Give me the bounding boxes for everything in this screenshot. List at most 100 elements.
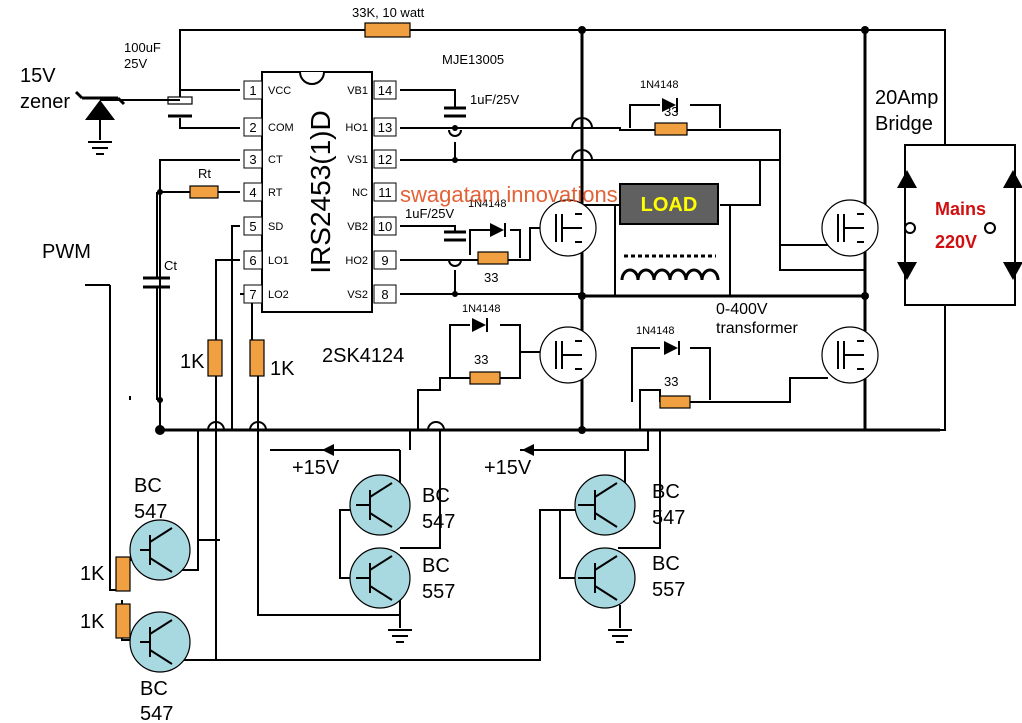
pin-4-name: RT [268,187,283,199]
pin-6-name: LO1 [268,255,289,267]
load-label: LOAD [641,194,698,216]
resistor-1k-c [115,556,131,592]
label-bc557-q4-num: 557 [422,581,455,603]
label-bc547-q1-num: 547 [134,501,167,523]
pin-5-name: SD [268,221,283,233]
mosfets [539,199,879,384]
bridge-rectifier [897,144,1022,306]
pin-3-num: 3 [249,152,256,167]
label-bc557-q4: BC [422,555,450,577]
pin-11-num: 11 [378,185,392,200]
label-r33-a: 33 [664,104,678,119]
label-mosfet: 2SK4124 [322,345,404,367]
label-pwm: PWM [42,241,91,263]
label-bc547-q5: BC [652,481,680,503]
label-transformer-1: 0-400V [716,301,768,318]
signal-diodes [472,98,680,355]
pin-8-num: 8 [381,287,388,302]
label-1uf-b: 1uF/25V [405,206,454,221]
wire-crossings [207,117,593,431]
resistor-33-b [477,251,509,265]
label-15v-a: +15V [292,457,340,479]
label-bc557-q6-num: 557 [652,579,685,601]
label-rt: Rt [198,166,211,181]
label-bc547-q5-num: 547 [652,507,685,529]
label-bc547-q2: BC [140,678,168,700]
label-zener: zener [20,91,70,113]
pin-2-num: 2 [249,120,256,135]
label-100uf: 100uF [124,40,161,55]
pin-12-num: 12 [378,152,392,167]
resistor-33-a [654,122,688,136]
pin-10-num: 10 [378,219,392,234]
pin-3-name: CT [268,154,283,166]
label-bridge-2: Bridge [875,113,933,135]
pin-7-num: 7 [249,287,256,302]
label-r33-d: 33 [664,374,678,389]
label-r33-b: 33 [484,270,498,285]
label-mje: MJE13005 [442,52,504,67]
label-diode-a: 1N4148 [640,79,679,91]
label-bc547-q3-num: 547 [422,511,455,533]
ic-right-pins: 14 13 12 11 10 9 8 VB1 HO1 VS1 NC VB2 HO… [345,80,397,304]
label-1k-c: 1K [80,563,105,585]
pin-7-name: LO2 [268,289,289,301]
resistor-rt [189,185,219,199]
label-bc547-q2-num: 547 [140,703,173,723]
pin-5-num: 5 [249,219,256,234]
load-transformer: LOAD [619,183,720,281]
resistor-33-d [659,395,691,409]
label-mains-2: 220V [935,232,977,252]
zener-diode [74,90,180,155]
label-100uf-v: 25V [124,56,147,71]
grounds [322,444,632,643]
label-bc557-q6: BC [652,553,680,575]
label-1k-a: 1K [180,351,205,373]
pin-6-num: 6 [249,253,256,268]
label-ct: Ct [164,258,177,273]
label-diode-b: 1N4148 [468,198,507,210]
pin-14-name: VB1 [347,85,368,97]
ic-label: IRS2453(1)D [305,110,336,273]
pin-11-name: NC [352,187,368,199]
watermark: swagatam innovations [400,182,618,207]
text-labels: 33K, 10 watt 100uF 25V 15V zener MJE1300… [20,5,986,723]
label-diode-d: 1N4148 [636,325,675,337]
pin-9-num: 9 [381,253,388,268]
label-bc547-q1: BC [134,475,162,497]
label-1k-d: 1K [80,611,105,633]
resistors [115,22,691,639]
label-bridge-1: 20Amp [875,87,938,109]
label-bc547-q3: BC [422,485,450,507]
pin-1-name: VCC [268,85,291,97]
bc-transistors [129,474,636,673]
label-15v-b: +15V [484,457,532,479]
pin-9-name: HO2 [345,255,368,267]
label-transformer-2: transformer [716,320,798,337]
label-diode-c: 1N4148 [462,303,501,315]
ic-irs2453: IRS2453(1)D [261,71,373,313]
pin-12-name: VS1 [347,154,368,166]
resistor-33k [364,22,411,38]
pin-13-num: 13 [378,120,392,135]
load-box [619,183,719,225]
pin-1-num: 1 [249,83,256,98]
label-33k: 33K, 10 watt [352,5,425,20]
label-mains-1: Mains [935,199,986,219]
resistor-1k-d [115,603,131,639]
resistor-1k-a [207,339,223,377]
label-r33-c: 33 [474,352,488,367]
resistor-1k-b [249,339,265,377]
pin-4-num: 4 [249,185,256,200]
resistor-33-c [469,371,501,385]
pin-14-num: 14 [378,83,392,98]
label-1k-b: 1K [270,358,295,380]
junction-dots [155,26,869,435]
label-1uf-a: 1uF/25V [470,92,519,107]
label-zener-v: 15V [20,65,56,87]
pin-10-name: VB2 [347,221,368,233]
pin-2-name: COM [268,122,294,134]
pin-13-name: HO1 [345,122,368,134]
ic-left-pins: 1 2 3 4 5 6 7 VCC COM CT RT SD LO1 LO2 [243,80,294,304]
